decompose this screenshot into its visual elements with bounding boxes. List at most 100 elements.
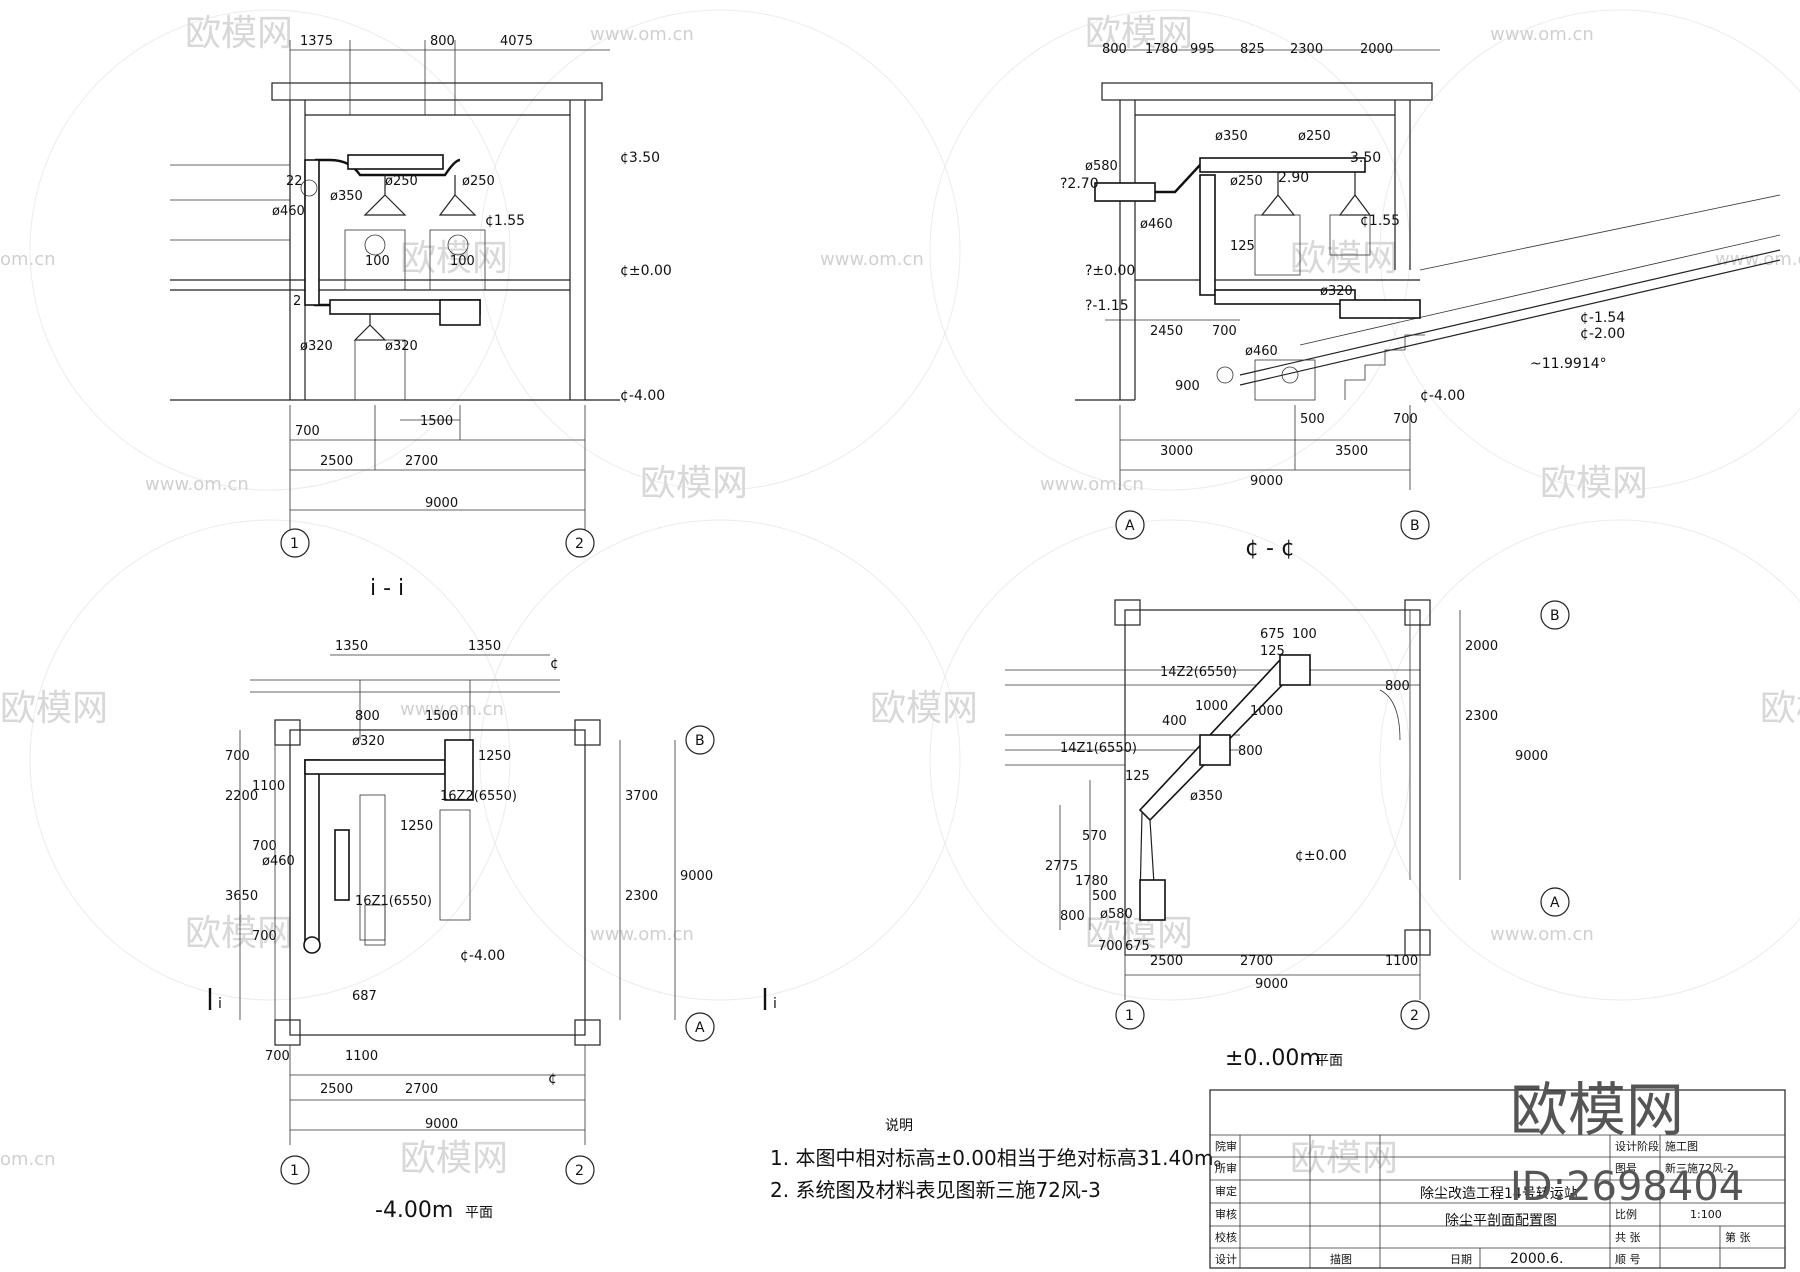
svg-text:顺 号: 顺 号 — [1615, 1253, 1641, 1266]
svg-text:125: 125 — [1230, 239, 1255, 254]
svg-text:¢-4.00: ¢-4.00 — [620, 388, 665, 404]
svg-text:新三施72风-2: 新三施72风-2 — [1665, 1161, 1734, 1175]
svg-text:?2.70: ?2.70 — [1060, 176, 1099, 192]
notes-heading: 说明 — [885, 1118, 913, 1134]
section-2-view — [1075, 49, 1781, 540]
plan-m400-labels: 1350 1350 800 1500 1250 1250 700 2200 11… — [218, 639, 777, 1223]
watermark-brand: 欧模网 — [1540, 463, 1648, 504]
watermark-url: www.om.cn — [1040, 474, 1144, 495]
svg-text:800: 800 — [430, 34, 455, 49]
svg-text:~11.9914°: ~11.9914° — [1530, 356, 1607, 372]
svg-text:B: B — [695, 733, 705, 749]
watermark-url: om.cn — [0, 1149, 56, 1170]
svg-text:ø320: ø320 — [352, 734, 385, 749]
svg-text:9000: 9000 — [425, 496, 458, 511]
corner-watermark: 欧模网 ID:2698404 — [1510, 1076, 1744, 1210]
svg-text:ø320: ø320 — [300, 339, 333, 354]
svg-text:2: 2 — [575, 536, 584, 552]
svg-text:ø250: ø250 — [1298, 129, 1331, 144]
watermark-brand: 欧模网 — [1085, 13, 1193, 54]
svg-text:400: 400 — [1162, 714, 1187, 729]
svg-text:¢-4.00: ¢-4.00 — [1420, 388, 1465, 404]
svg-text:2300: 2300 — [1290, 42, 1323, 57]
svg-text:700: 700 — [265, 1049, 290, 1064]
corner-watermark-id: ID:2698404 — [1510, 1164, 1744, 1210]
svg-text:2775: 2775 — [1045, 859, 1078, 874]
watermark-url: www.om.cn — [590, 924, 694, 945]
svg-text:1: 1 — [290, 536, 299, 552]
svg-text:125: 125 — [1125, 769, 1150, 784]
svg-text:675: 675 — [1125, 939, 1150, 954]
svg-text:22: 22 — [286, 174, 303, 189]
svg-text:1000: 1000 — [1250, 704, 1283, 719]
svg-text:校核: 校核 — [1215, 1230, 1237, 1244]
axis-marker — [685, 725, 715, 755]
section-2-labels: 800 1780 995 825 2300 2000 3.50 2.90 ?2.… — [1060, 42, 1625, 561]
watermark-brand: 欧模网 — [1290, 1138, 1398, 1179]
watermark-brand: 欧模网 — [1760, 688, 1800, 729]
section-1-labels: 1375 800 4075 ¢3.50 ¢1.55 ¢±0.00 ¢-4.00 … — [272, 34, 672, 601]
svg-text:ø320: ø320 — [385, 339, 418, 354]
svg-text:825: 825 — [1240, 42, 1265, 57]
svg-text:?-1.15: ?-1.15 — [1085, 298, 1129, 314]
svg-text:描图: 描图 — [1330, 1252, 1352, 1266]
svg-text:16Z2(6550): 16Z2(6550) — [440, 789, 517, 804]
svg-text:100: 100 — [365, 254, 390, 269]
svg-text:2500: 2500 — [320, 1082, 353, 1097]
watermark-brand: 欧模网 — [1085, 913, 1193, 954]
plan-000-labels: 675 100 125 1000 400 1000 800 800 125 57… — [1045, 608, 1560, 1071]
svg-text:¢±0.00: ¢±0.00 — [1295, 848, 1347, 864]
project-name: 除尘改造工程14号转运站 — [1420, 1186, 1578, 1202]
svg-text:1350: 1350 — [468, 639, 501, 654]
svg-text:¢±0.00: ¢±0.00 — [620, 263, 672, 279]
plan-000-view — [1005, 599, 1570, 1030]
svg-text:日期: 日期 — [1450, 1253, 1472, 1266]
svg-text:100: 100 — [1292, 627, 1317, 642]
svg-text:14Z1(6550): 14Z1(6550) — [1060, 741, 1137, 756]
svg-text:平面: 平面 — [465, 1205, 493, 1221]
svg-text:687: 687 — [352, 989, 377, 1004]
svg-text:3650: 3650 — [225, 889, 258, 904]
axis-marker — [1400, 510, 1430, 540]
axis-marker — [280, 1155, 310, 1185]
svg-text:700: 700 — [1393, 412, 1418, 427]
axis-marker — [1400, 1000, 1430, 1030]
svg-text:1100: 1100 — [345, 1049, 378, 1064]
watermark-url: www.om.cn — [1715, 249, 1800, 270]
svg-text:100: 100 — [450, 254, 475, 269]
svg-text:A: A — [1550, 895, 1560, 911]
svg-text:2500: 2500 — [1150, 954, 1183, 969]
svg-text:3000: 3000 — [1160, 444, 1193, 459]
watermark-brand: 欧模网 — [0, 688, 108, 729]
svg-text:800: 800 — [1102, 42, 1127, 57]
watermark-brand: 欧模网 — [640, 463, 748, 504]
svg-text:9000: 9000 — [1250, 474, 1283, 489]
svg-text:B: B — [1550, 608, 1560, 624]
svg-text:16Z1(6550): 16Z1(6550) — [355, 894, 432, 909]
svg-text:院审: 院审 — [1215, 1139, 1237, 1153]
svg-text:所审: 所审 — [1215, 1161, 1237, 1175]
svg-text:1250: 1250 — [478, 749, 511, 764]
svg-text:ø320: ø320 — [1320, 284, 1353, 299]
svg-text:ø460: ø460 — [1245, 344, 1278, 359]
svg-text:施工图: 施工图 — [1665, 1140, 1698, 1153]
svg-text:¢: ¢ — [550, 656, 559, 672]
svg-text:i: i — [218, 996, 222, 1012]
svg-text:9000: 9000 — [425, 1117, 458, 1132]
svg-text:700: 700 — [1212, 324, 1237, 339]
watermark-url: www.om.cn — [820, 249, 924, 270]
svg-text:¢-2.00: ¢-2.00 — [1580, 326, 1625, 342]
svg-text:ø250: ø250 — [462, 174, 495, 189]
svg-text:ø580: ø580 — [1100, 907, 1133, 922]
svg-text:900: 900 — [1175, 379, 1200, 394]
svg-text:¢1.55: ¢1.55 — [485, 213, 525, 229]
svg-text:第 张: 第 张 — [1725, 1230, 1751, 1244]
svg-text:审定: 审定 — [1215, 1184, 1237, 1198]
svg-text:1500: 1500 — [425, 709, 458, 724]
svg-text:700: 700 — [252, 839, 277, 854]
note-line-1: 1. 本图中相对标高±0.00相当于绝对标高31.40m。 — [770, 1146, 1233, 1170]
svg-text:比例: 比例 — [1615, 1207, 1637, 1221]
svg-text:500: 500 — [1300, 412, 1325, 427]
watermark-brand: 欧模网 — [400, 1138, 508, 1179]
note-line-2: 2. 系统图及材料表见图新三施72风-3 — [770, 1178, 1101, 1202]
